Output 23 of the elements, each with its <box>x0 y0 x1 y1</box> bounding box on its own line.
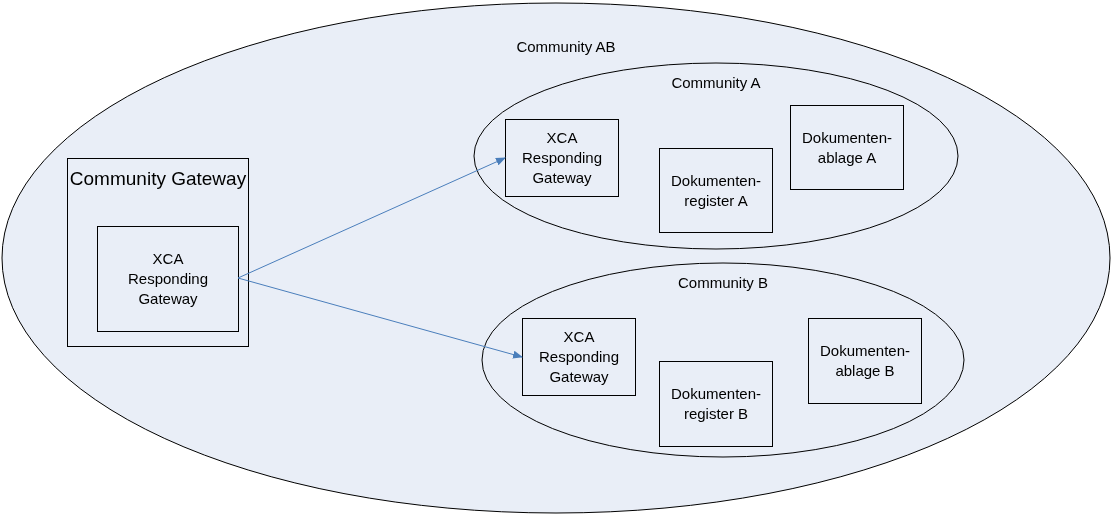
component-box <box>505 119 619 197</box>
community-ellipse <box>473 62 959 250</box>
component-label: Dokumenten-ablage A <box>800 127 893 168</box>
component-box <box>808 318 922 404</box>
community-label: Community A <box>670 74 762 93</box>
arrow <box>237 157 506 279</box>
community-label: Community B <box>677 274 769 293</box>
component-box <box>790 105 904 190</box>
arrow <box>237 277 523 359</box>
component-label: Dokumenten-register A <box>669 170 762 211</box>
component-label: XCA Responding Gateway <box>520 128 604 188</box>
component-box <box>97 226 239 332</box>
component-box <box>522 318 636 396</box>
community-ellipse <box>481 262 965 458</box>
component-label: Dokumenten-ablage B <box>818 341 911 381</box>
gateway-frame <box>67 158 249 347</box>
component-box <box>659 148 773 233</box>
gateway-title: Community Gateway <box>68 167 248 191</box>
component-label: XCA Responding Gateway <box>537 327 621 387</box>
component-box <box>659 361 773 447</box>
component-label: XCA Responding Gateway <box>126 249 210 309</box>
component-label: Dokumenten-register B <box>669 384 762 424</box>
community-label: Community AB <box>515 38 617 57</box>
